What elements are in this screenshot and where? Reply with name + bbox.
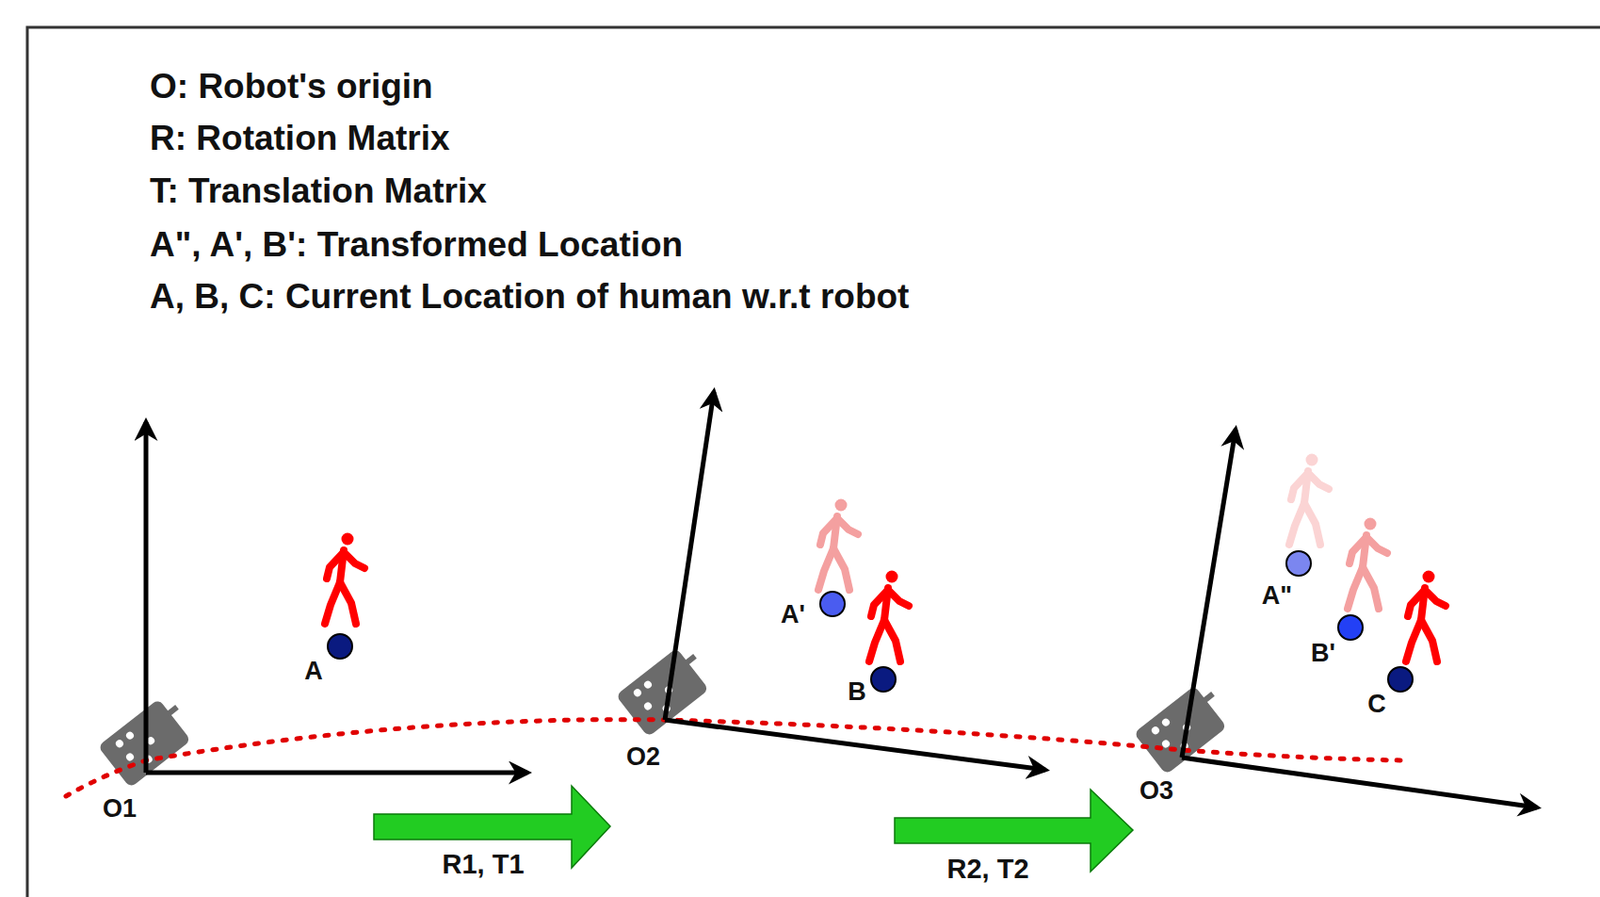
origin-label: O1 xyxy=(102,794,137,824)
frame xyxy=(27,27,1600,897)
human xyxy=(1347,517,1388,610)
location-dots xyxy=(327,550,1413,692)
origin-label: O2 xyxy=(626,743,661,772)
legend-line: O: Robot's origin xyxy=(149,67,434,107)
transform-label: R1, T1 xyxy=(441,849,524,880)
point-label: C xyxy=(1367,690,1387,719)
origin-label: O3 xyxy=(1139,776,1174,806)
transform-label: R2, T2 xyxy=(946,854,1029,885)
human xyxy=(1289,453,1329,546)
point-label: A" xyxy=(1261,581,1293,611)
point-label: A' xyxy=(780,600,806,630)
human xyxy=(324,533,365,625)
trajectory xyxy=(65,719,1404,796)
legend-line: R: Rotation Matrix xyxy=(149,119,451,159)
point-label: B xyxy=(847,678,867,707)
point-label: A xyxy=(304,657,324,686)
human xyxy=(869,570,909,663)
point-label: B' xyxy=(1310,639,1336,668)
human xyxy=(1406,570,1446,663)
human xyxy=(818,499,858,591)
legend-line: T: Translation Matrix xyxy=(149,172,487,211)
legend-line: A", A', B': Transformed Location xyxy=(149,226,683,265)
legend-line: A, B, C: Current Location of human w.r.t… xyxy=(149,277,909,317)
axes xyxy=(145,391,1537,808)
